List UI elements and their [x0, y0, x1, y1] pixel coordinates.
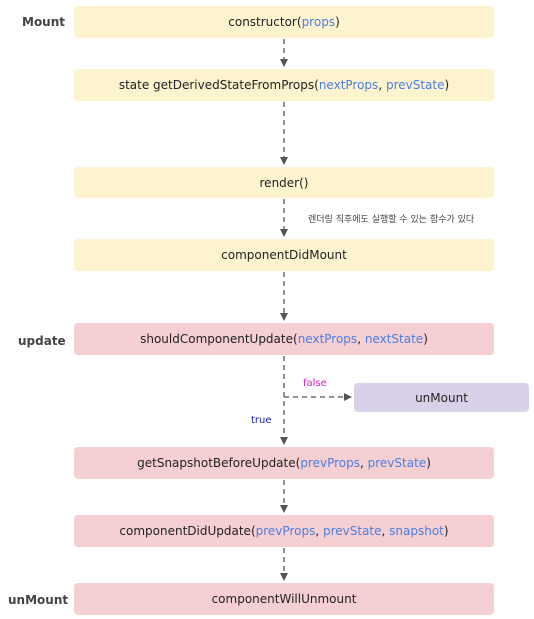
- edge-label-false: false: [303, 378, 327, 389]
- paren-close: ): [423, 332, 428, 346]
- paren-open: (: [250, 524, 256, 538]
- node-name: constructor: [228, 15, 297, 29]
- node-name: componentDidUpdate: [119, 524, 251, 538]
- paren-close: ): [444, 78, 450, 92]
- paren-open: (: [296, 15, 302, 29]
- node-param: nextProps: [318, 78, 379, 92]
- param-separator: ,: [315, 524, 323, 538]
- node-param: snapshot: [389, 524, 444, 538]
- node-component-will-unmount: componentWillUnmount: [74, 583, 494, 615]
- param-separator: ,: [378, 78, 386, 92]
- node-name: shouldComponentUpdate: [140, 332, 293, 346]
- node-name: render: [259, 175, 300, 190]
- node-label: componentDidMount: [221, 248, 347, 262]
- node-param: prevState: [385, 78, 445, 92]
- node-label: state getDerivedStateFromProps(nextProps…: [119, 78, 449, 92]
- node-name: state getDerivedStateFromProps: [118, 78, 315, 92]
- node-label: getSnapshotBeforeUpdate(prevProps, prevS…: [137, 456, 431, 470]
- paren-open: (: [299, 175, 304, 190]
- node-unmount: unMount: [354, 383, 529, 412]
- paren-open: (: [293, 332, 298, 346]
- node-component-did-mount: componentDidMount: [74, 239, 494, 271]
- node-name: unMount: [415, 390, 468, 405]
- node-name: componentWillUnmount: [211, 592, 357, 606]
- phase-label-mount: Mount: [22, 15, 66, 29]
- param-separator: ,: [381, 524, 390, 538]
- node-param: prevState: [322, 524, 382, 538]
- node-param: prevProps: [300, 456, 360, 470]
- node-param: props: [301, 15, 336, 29]
- node-label: componentDidUpdate(prevProps, prevState,…: [119, 524, 448, 538]
- node-name: componentDidMount: [221, 248, 347, 262]
- paren-close: ): [443, 524, 449, 538]
- node-component-did-update: componentDidUpdate(prevProps, prevState,…: [74, 515, 494, 547]
- phase-label-update: update: [18, 334, 66, 348]
- node-constructor: constructor(props): [74, 6, 494, 38]
- node-get-snapshot-before-update: getSnapshotBeforeUpdate(prevProps, prevS…: [74, 447, 494, 479]
- node-param: nextState: [364, 332, 424, 346]
- param-separator: ,: [360, 456, 368, 470]
- param-separator: ,: [357, 332, 365, 346]
- node-get-derived-state-from-props: state getDerivedStateFromProps(nextProps…: [74, 69, 494, 101]
- node-param: prevProps: [255, 524, 316, 538]
- paren-close: ): [426, 456, 431, 470]
- node-name: getSnapshotBeforeUpdate: [137, 456, 296, 470]
- node-label: unMount: [415, 391, 468, 405]
- paren-close: ): [303, 175, 309, 190]
- node-label: componentWillUnmount: [212, 592, 357, 606]
- node-param: prevState: [367, 456, 427, 470]
- paren-open: (: [314, 78, 319, 92]
- node-should-component-update: shouldComponentUpdate(nextProps, nextSta…: [74, 323, 494, 355]
- render-annotation: 렌더링 직후에도 실행할 수 있는 함수가 있다: [308, 215, 475, 225]
- paren-close: ): [335, 15, 340, 29]
- edge-label-true: true: [251, 415, 272, 426]
- node-label: shouldComponentUpdate(nextProps, nextSta…: [140, 332, 428, 346]
- node-param: nextProps: [297, 332, 358, 346]
- node-label: render(): [260, 176, 309, 190]
- node-render: render(): [74, 167, 494, 198]
- paren-open: (: [295, 456, 301, 470]
- phase-label-unmount: unMount: [8, 593, 69, 607]
- node-label: constructor(props): [228, 15, 340, 29]
